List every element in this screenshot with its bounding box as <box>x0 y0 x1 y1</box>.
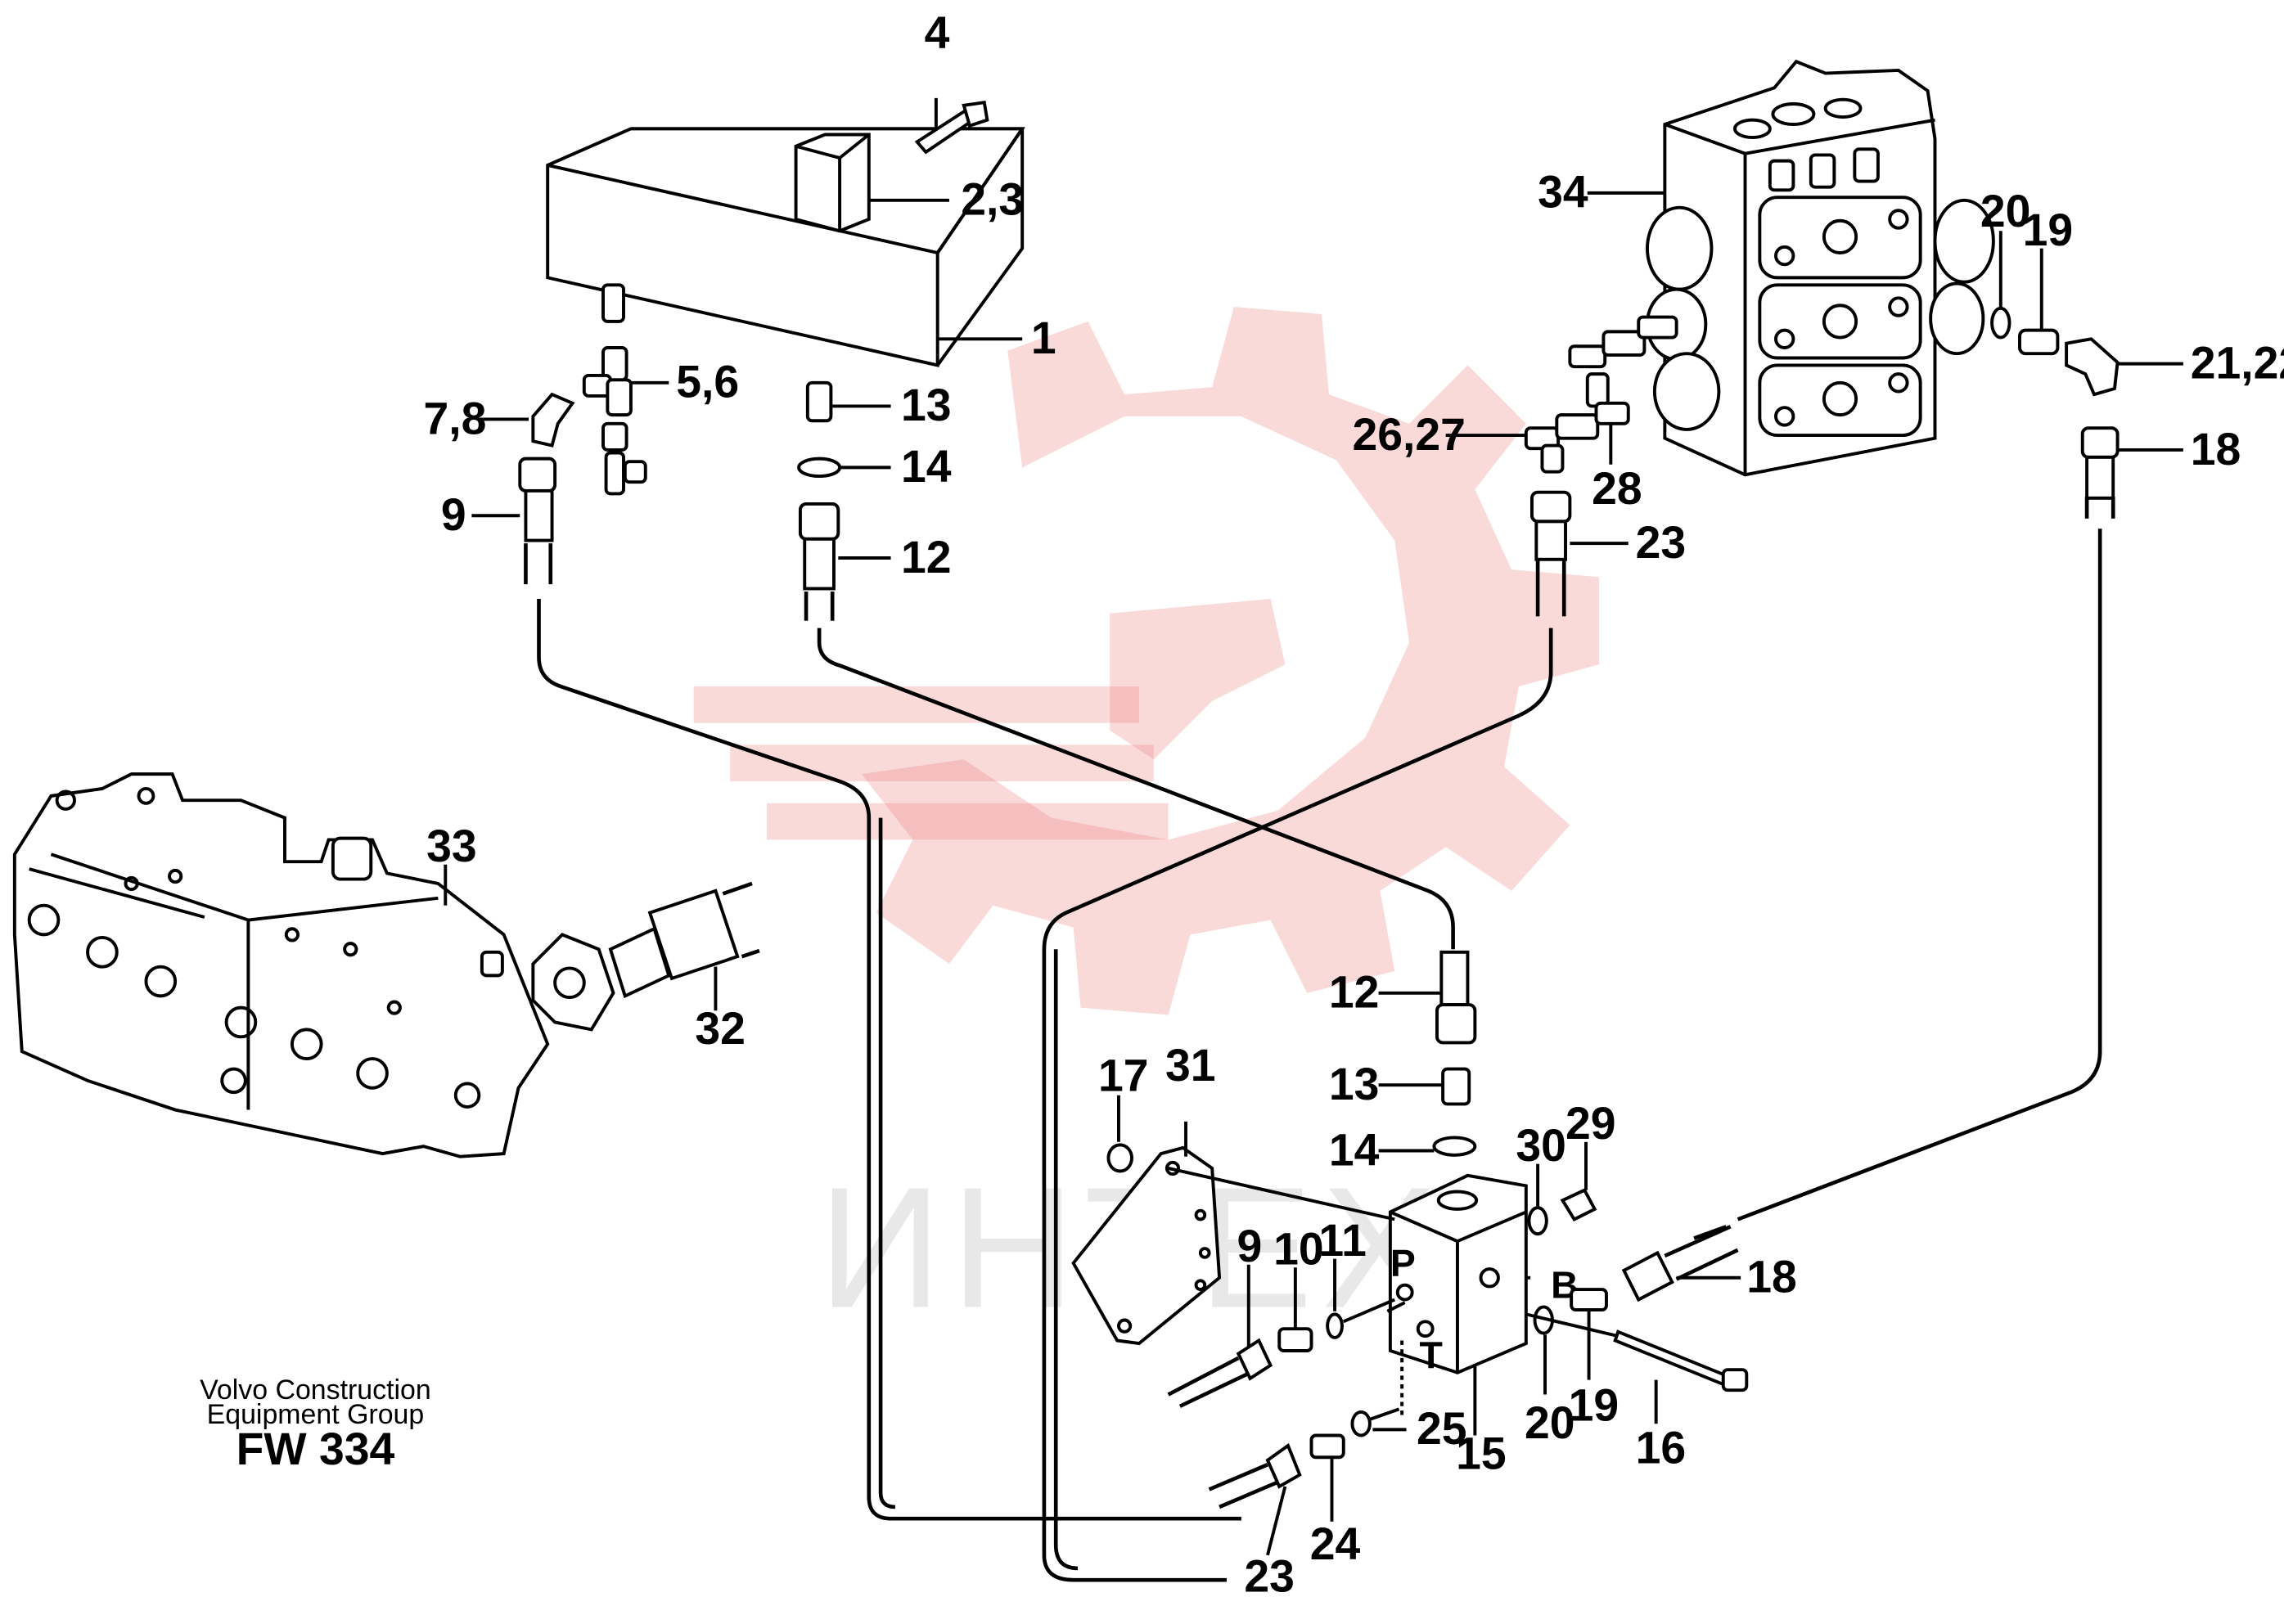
port-label-t: T <box>1420 1334 1443 1376</box>
fitting-13-bottom <box>1441 1067 1471 1106</box>
callout-label: 2,3 <box>961 174 1024 225</box>
fitting-stack-left <box>582 283 647 496</box>
callout-label: 33 <box>426 821 477 871</box>
drawing-code: FW 334 <box>237 1424 395 1474</box>
callout-label: 12 <box>1329 967 1380 1018</box>
callout-label: 19 <box>2023 205 2074 255</box>
callout-label: 12 <box>901 532 952 583</box>
plug-29-seal-30 <box>1527 1188 1597 1236</box>
callout-label: 11 <box>1318 1215 1366 1266</box>
hose-end-12-top <box>798 502 840 591</box>
callout-label: 23 <box>1636 517 1687 568</box>
elbow-7-8 <box>531 392 575 448</box>
callout-label: 19 <box>1569 1380 1620 1431</box>
callout-label: 29 <box>1565 1098 1616 1149</box>
callout-label: 20 <box>1525 1397 1575 1448</box>
hose-end-23-top <box>1530 490 1572 561</box>
valve-block-1 <box>546 127 1025 367</box>
seal-14-top <box>797 457 842 479</box>
fitting-13-top <box>805 380 833 423</box>
callout-label: 9 <box>441 489 466 540</box>
callout-label: 17 <box>1098 1050 1149 1100</box>
credit-line-1: Volvo Construction <box>200 1374 431 1406</box>
bottom-fittings-23-24-25 <box>1208 1407 1400 1509</box>
control-valve-34 <box>1645 59 1995 477</box>
callout-label: 20 <box>1980 186 2031 236</box>
callout-label: 5,6 <box>676 357 739 407</box>
right-fittings-20-19-18-16 <box>1525 1225 1749 1392</box>
bolt-4 <box>914 101 989 155</box>
callout-label: 4 <box>925 7 950 58</box>
callout-label: 14 <box>901 441 952 492</box>
callout-label: 14 <box>1329 1124 1380 1175</box>
valve-block-15: P T B <box>1386 1173 1579 1417</box>
plug-17 <box>1106 1143 1133 1173</box>
callout-labels: 4 2,3 1 5,6 7,8 9 13 14 12 34 20 19 21,2… <box>424 7 2284 1601</box>
callout-label: 28 <box>1592 463 1642 514</box>
callout-label: 21,22 <box>2191 337 2284 388</box>
port-label-p: P <box>1390 1242 1416 1284</box>
callout-label: 25 <box>1417 1403 1467 1454</box>
callout-label: 34 <box>1538 167 1588 218</box>
credit-line-2: Equipment Group <box>207 1399 425 1430</box>
callout-label: 9 <box>1237 1221 1262 1271</box>
callout-label: 13 <box>901 380 952 430</box>
fittings-20-19-21-22-top <box>1990 306 2120 397</box>
callout-label: 10 <box>1273 1224 1324 1275</box>
hose-end-9-top <box>518 457 557 542</box>
fittings-26-27-28 <box>1524 315 1678 474</box>
seal-14-bottom <box>1432 1136 1477 1157</box>
flange-hose-32 <box>531 881 760 1032</box>
hose-end-12-bottom <box>1435 950 1477 1045</box>
callout-label: 32 <box>695 1003 746 1054</box>
callout-label: 26,27 <box>1352 409 1465 460</box>
callout-label: 18 <box>1746 1252 1797 1302</box>
plate-31 <box>1071 1145 1395 1346</box>
callout-label: 24 <box>1310 1518 1361 1569</box>
leader-lines <box>444 97 2183 1556</box>
hose-lines <box>524 497 2115 1582</box>
callout-label: 23 <box>1244 1550 1295 1601</box>
callout-label: 31 <box>1165 1040 1216 1091</box>
main-control-valve-33 <box>12 772 550 1158</box>
callout-label: 30 <box>1516 1120 1566 1171</box>
callout-label: 18 <box>2191 424 2241 475</box>
callout-label: 15 <box>1456 1428 1507 1479</box>
hose-end-18-top <box>2080 426 2120 500</box>
callout-label: 13 <box>1329 1059 1380 1109</box>
credit-block: Volvo Construction Equipment Group FW 33… <box>200 1374 431 1474</box>
callout-label: 1 <box>1031 313 1056 363</box>
callout-label: 7,8 <box>424 393 487 443</box>
callout-label: 16 <box>1636 1422 1687 1473</box>
left-fittings-9-10-11 <box>1167 1298 1395 1408</box>
